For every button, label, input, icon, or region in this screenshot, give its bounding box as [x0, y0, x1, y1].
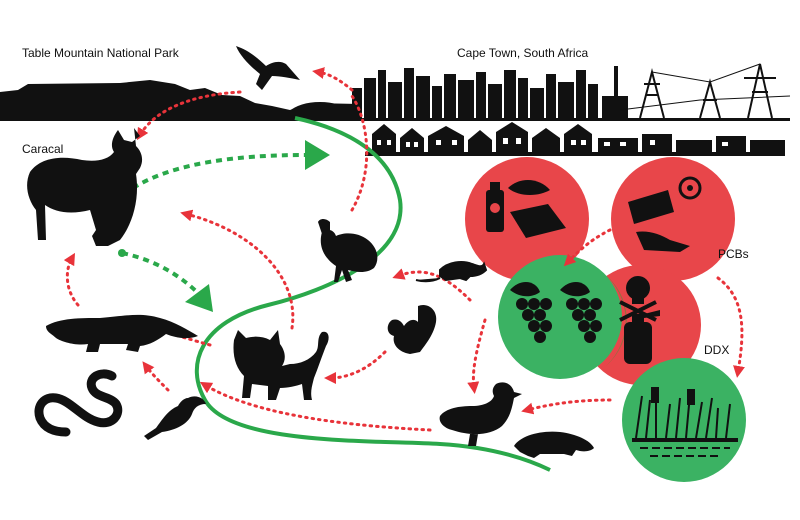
grapes-icon: [510, 281, 602, 343]
mongoose-icon: [46, 314, 198, 352]
vineyard-ddx-overlap: [602, 272, 627, 366]
squirrel-icon: [387, 304, 437, 354]
spray-bottle-icon: [624, 310, 660, 364]
eagle-icon: [236, 46, 300, 90]
dove-icon: [144, 396, 206, 440]
ddx-label: DDX: [704, 343, 730, 357]
power-lines-silhouette: [619, 63, 791, 119]
vineyard-circle: [498, 255, 622, 379]
caracal-icon: [27, 128, 143, 246]
park-label: Table Mountain National Park: [22, 46, 179, 60]
table-mountain-silhouette: [0, 80, 790, 121]
suburb-houses-silhouette: [365, 122, 785, 156]
poison-bottle-icon: [486, 182, 504, 232]
guineafowl-icon: [318, 219, 378, 282]
snake-icon: [34, 369, 123, 437]
city-skyline-silhouette: [352, 66, 628, 118]
rat-icon: [415, 261, 488, 283]
pcb-circle: [611, 157, 735, 281]
contaminant-circles: [465, 157, 746, 482]
stadium-silhouette: [288, 102, 350, 112]
rodent-bait-icon: [508, 179, 566, 238]
urban-edge-boundary-line: [194, 116, 551, 472]
wetland-reeds-icon: [632, 387, 738, 457]
caracal-label: Caracal: [22, 142, 64, 156]
duck-icon: [439, 382, 522, 446]
pcbs-label: PCBs: [718, 247, 749, 261]
caracal-movement-arrows: [118, 140, 330, 312]
mole-rat-icon: [514, 431, 594, 458]
cat-icon: [233, 330, 329, 400]
city-label: Cape Town, South Africa: [457, 46, 589, 60]
biohazard-barrel-icon: [628, 176, 702, 252]
